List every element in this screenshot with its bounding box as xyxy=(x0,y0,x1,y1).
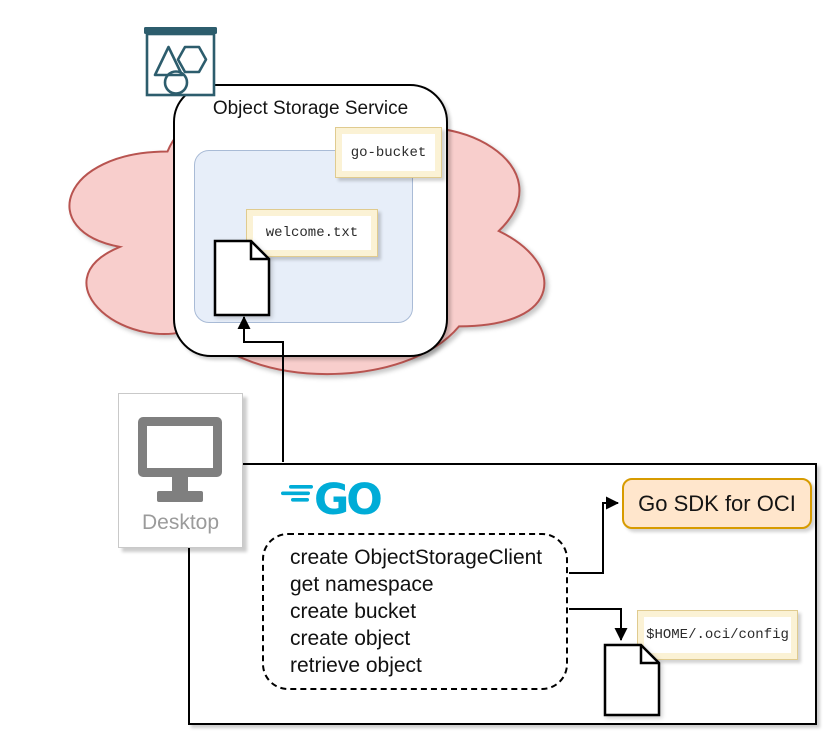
bucket-label: go-bucket xyxy=(342,134,435,171)
step-create-client: create ObjectStorageClient xyxy=(290,546,543,569)
icon-titlebar xyxy=(144,27,217,34)
go-logo-icon: GO xyxy=(281,475,384,525)
object-storage-icon xyxy=(144,27,217,97)
sdk-box: Go SDK for OCI xyxy=(622,478,812,529)
desktop-box: Desktop xyxy=(118,393,243,548)
config-label-note: $HOME/.oci/config xyxy=(637,610,798,660)
step-retrieve-object: retrieve object xyxy=(290,654,422,677)
step-create-object: create object xyxy=(290,627,411,650)
config-label: $HOME/.oci/config xyxy=(644,617,791,653)
steps-box: create ObjectStorageClient get namespace… xyxy=(262,533,568,690)
go-logo-text: GO xyxy=(314,475,381,525)
stored-object-document-icon xyxy=(213,239,271,317)
object-label-note: welcome.txt xyxy=(246,209,378,257)
monitor-icon xyxy=(138,417,222,502)
desktop-label: Desktop xyxy=(141,511,220,534)
step-create-bucket: create bucket xyxy=(290,600,417,623)
object-storage-service-title: Object Storage Service xyxy=(212,98,409,119)
config-file-document-icon xyxy=(603,643,661,717)
hexagon-glyph xyxy=(176,45,208,74)
object-label: welcome.txt xyxy=(253,216,371,250)
sdk-label: Go SDK for OCI xyxy=(638,490,796,516)
step-get-namespace: get namespace xyxy=(290,573,434,596)
circle-glyph xyxy=(163,70,189,95)
bucket-label-note: go-bucket xyxy=(335,127,442,178)
